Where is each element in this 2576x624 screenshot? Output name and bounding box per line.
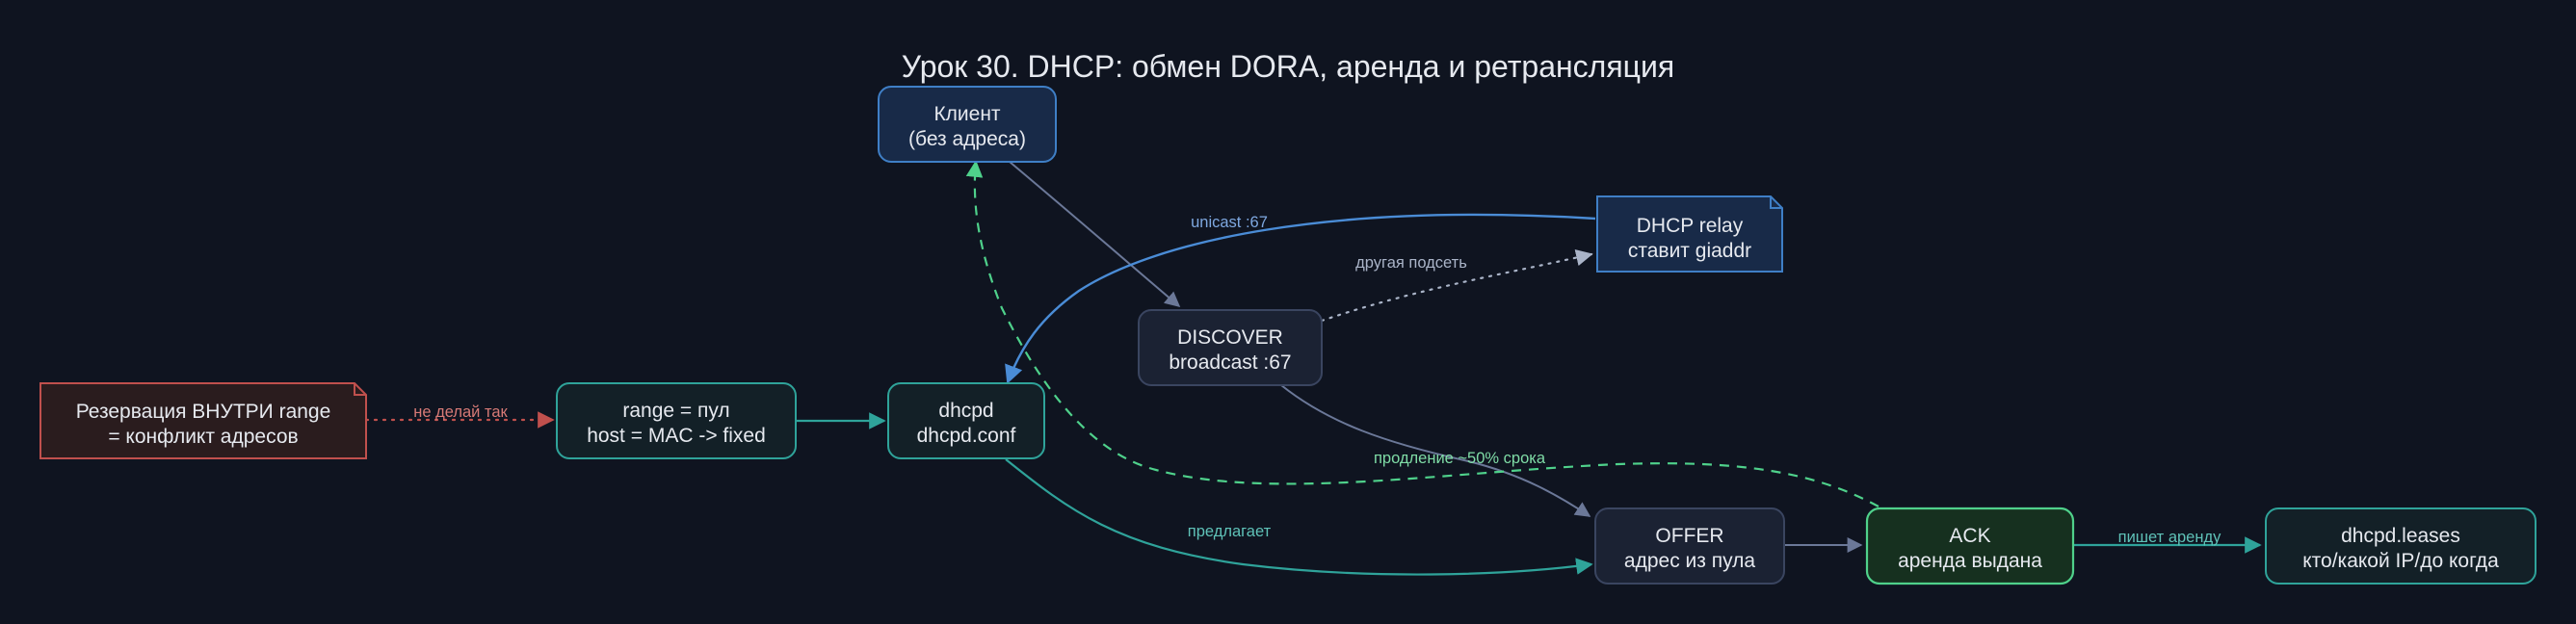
client-line2: (без адреса): [908, 128, 1026, 150]
node-range: range = пул host = MAC -> fixed: [556, 382, 797, 459]
relay-line2: ставит giaddr: [1628, 240, 1751, 262]
node-leases: dhcpd.leases кто/какой IP/до когда: [2265, 507, 2537, 585]
edge-discover-offer: [1280, 384, 1591, 517]
edge-discover-relay: [1320, 248, 1593, 323]
label-writes: пишет аренду: [2118, 529, 2221, 546]
edge-client-discover: [1009, 161, 1181, 308]
node-ack: ACK аренда выдана: [1865, 507, 2075, 585]
ack-line2: аренда выдана: [1898, 550, 2042, 572]
leases-line1: dhcpd.leases: [2341, 525, 2460, 547]
edge-unicast-blue: [1005, 213, 1596, 384]
discover-line2: broadcast :67: [1169, 351, 1291, 374]
diagram-title: Урок 30. DHCP: обмен DORA, аренда и ретр…: [902, 49, 1674, 84]
node-dhcpd: dhcpd dhcpd.conf: [887, 382, 1045, 459]
dhcpd-line1: dhcpd: [938, 400, 993, 422]
dhcpd-line2: dhcpd.conf: [917, 425, 1016, 447]
edge-unicast-visible: [1006, 214, 1595, 324]
node-reservation: Резервация ВНУТРИ range = конфликт адрес…: [39, 382, 367, 459]
ack-line1: ACK: [1949, 525, 1990, 547]
node-offer: OFFER адрес из пула: [1594, 507, 1785, 585]
discover-line1: DISCOVER: [1177, 326, 1283, 349]
reservation-line1: Резервация ВНУТРИ range: [76, 401, 331, 423]
reservation-line2: = конфликт адресов: [108, 426, 298, 448]
label-renew: продление ~50% срока: [1374, 450, 1546, 467]
range-line2: host = MAC -> fixed: [587, 425, 766, 447]
node-client: Клиент (без адреса): [878, 86, 1057, 163]
range-line1: range = пул: [622, 400, 729, 422]
client-line1: Клиент: [933, 103, 1000, 125]
edge-ack-client: [965, 160, 1879, 507]
node-discover: DISCOVER broadcast :67: [1138, 309, 1323, 386]
offer-line1: OFFER: [1655, 525, 1723, 547]
relay-line1: DHCP relay: [1637, 215, 1744, 237]
offer-line2: адрес из пула: [1624, 550, 1755, 572]
label-offers: предлагает: [1188, 523, 1272, 540]
edge-dhcpd-offer: [1005, 458, 1593, 576]
leases-line2: кто/какой IP/до когда: [2302, 550, 2499, 572]
node-relay: DHCP relay ставит giaddr: [1596, 195, 1783, 273]
label-unicast: unicast :67: [1191, 214, 1268, 231]
label-dont: не делай так: [413, 403, 508, 421]
label-other-subnet: другая подсеть: [1355, 254, 1467, 272]
